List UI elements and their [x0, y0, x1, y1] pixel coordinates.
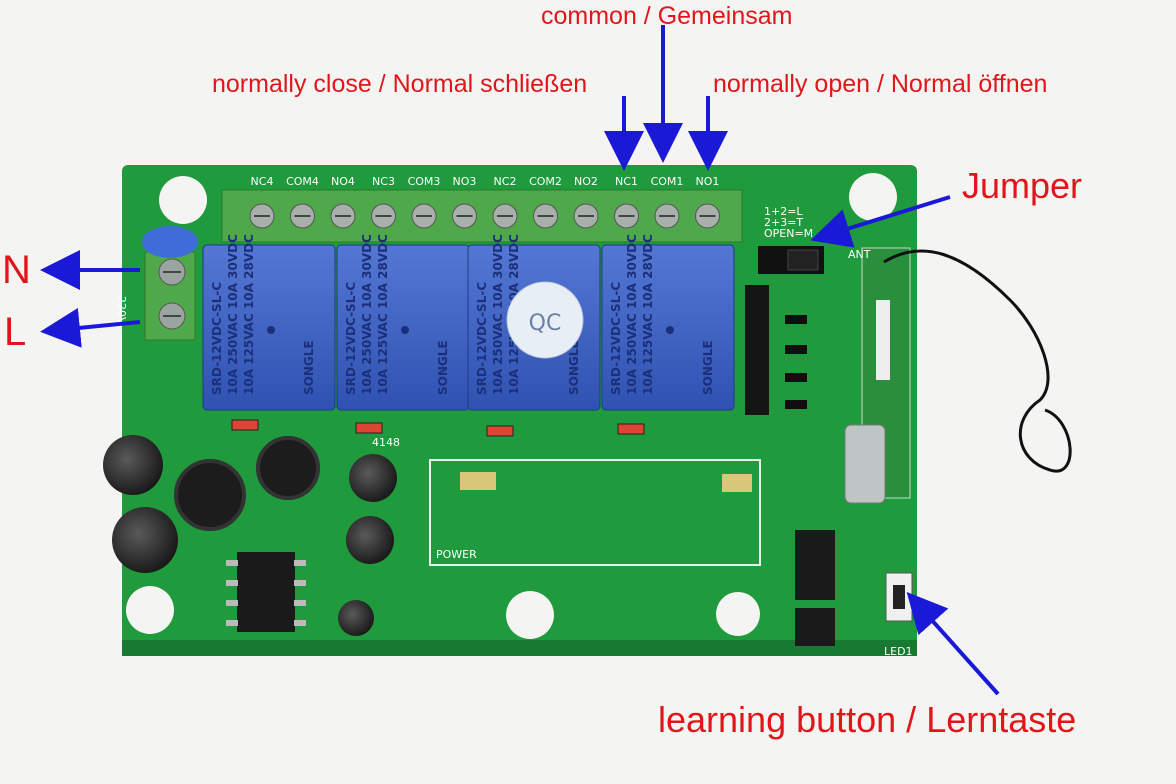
jumper-legend-1: 1+2=L	[764, 205, 803, 218]
relay-text: 10A 250VAC 10A 30VDC	[360, 234, 374, 395]
power-terminal-label: 220V	[115, 296, 128, 325]
smd-resistors	[785, 315, 807, 409]
relay-text: 10A 125VAC 10A 28VDC	[242, 234, 256, 395]
mount-hole	[126, 586, 174, 634]
mount-hole	[159, 176, 207, 224]
relay-marker	[401, 326, 409, 334]
terminal-label-nc2: NC2	[494, 175, 517, 188]
pin-header	[745, 285, 769, 415]
jumper-legend-3: OPEN=M	[764, 227, 813, 240]
relay-brand: SONGLE	[701, 340, 715, 395]
diode-code: 4148	[372, 436, 400, 449]
qc-sticker-text: QC	[529, 311, 562, 336]
terminal-label-no2: NO2	[574, 175, 598, 188]
power-ic	[226, 552, 306, 632]
power-terminal	[144, 251, 196, 341]
terminal-label-com1: COM1	[651, 175, 684, 188]
relay-text: 10A 250VAC 10A 30VDC	[226, 234, 240, 395]
relay-text: 10A 250VAC 10A 30VDC	[625, 234, 639, 395]
label-common: common / Gemeinsam	[541, 2, 793, 30]
label-learning-button: learning button / Lerntaste	[658, 699, 1077, 740]
led-label: LED1	[884, 645, 913, 658]
electrolytic-capacitors	[103, 435, 397, 636]
annotation-arrows	[40, 25, 1000, 696]
arrow-learning-button	[906, 592, 1000, 696]
terminal-label-com2: COM2	[529, 175, 562, 188]
rf-module: ANT	[844, 247, 911, 504]
arrow-live	[40, 307, 141, 348]
terminal-label-nc1: NC1	[615, 175, 638, 188]
antenna-label: ANT	[848, 248, 871, 261]
relay-brand: SONGLE	[567, 340, 581, 395]
power-outline	[429, 459, 761, 566]
inductors	[174, 436, 320, 531]
arrow-jumper	[810, 195, 951, 248]
qc-sticker: QC	[506, 281, 584, 359]
relay-marker	[666, 326, 674, 334]
label-neutral: N	[2, 248, 31, 292]
relay-text: 10A 250VAC 10A 30VDC	[491, 234, 505, 395]
terminal-label-no4: NO4	[331, 175, 355, 188]
decoder-ic	[795, 530, 835, 646]
terminal-label-nc3: NC3	[372, 175, 395, 188]
terminal-label-no3: NO3	[453, 175, 477, 188]
relay-marker	[267, 326, 275, 334]
jumper-legend-2: 2+3=T	[764, 216, 803, 229]
power-label: POWER	[436, 548, 477, 561]
antenna-wire	[883, 249, 1072, 473]
mount-hole	[716, 592, 760, 636]
relay-text: 10A 125VAC 10A 28VDC	[376, 234, 390, 395]
mount-hole	[849, 173, 897, 221]
relay-text: 10A 125VAC 10A 28VDC	[641, 234, 655, 395]
terminal-labels: NC4 COM4 NO4 NC3 COM3 NO3 NC2 COM2 NO2 NC1 COM1 NO1	[251, 175, 720, 188]
terminal-label-com4: COM4	[286, 175, 319, 188]
relay-brand: SONGLE	[302, 340, 316, 395]
label-jumper: Jumper	[962, 165, 1083, 206]
relay-text: SRD-12VDC-SL-C	[609, 282, 623, 395]
relay-text: SRD-12VDC-SL-C	[475, 282, 489, 395]
relay-text: SRD-12VDC-SL-C	[344, 282, 358, 395]
label-normally-open: normally open / Normal öffnen	[713, 70, 1048, 98]
label-normally-close: normally close / Normal schließen	[212, 70, 588, 98]
relay-brand: SONGLE	[436, 340, 450, 395]
x-capacitor	[142, 226, 198, 258]
terminal-label-nc4: NC4	[251, 175, 274, 188]
terminal-label-no1: NO1	[696, 175, 720, 188]
terminal-label-com3: COM3	[408, 175, 441, 188]
diodes: 4148	[231, 419, 645, 449]
label-live: L	[4, 310, 27, 354]
relay-terminal-block	[221, 189, 743, 243]
relay-text: SRD-12VDC-SL-C	[210, 282, 224, 395]
mount-hole	[506, 591, 554, 639]
